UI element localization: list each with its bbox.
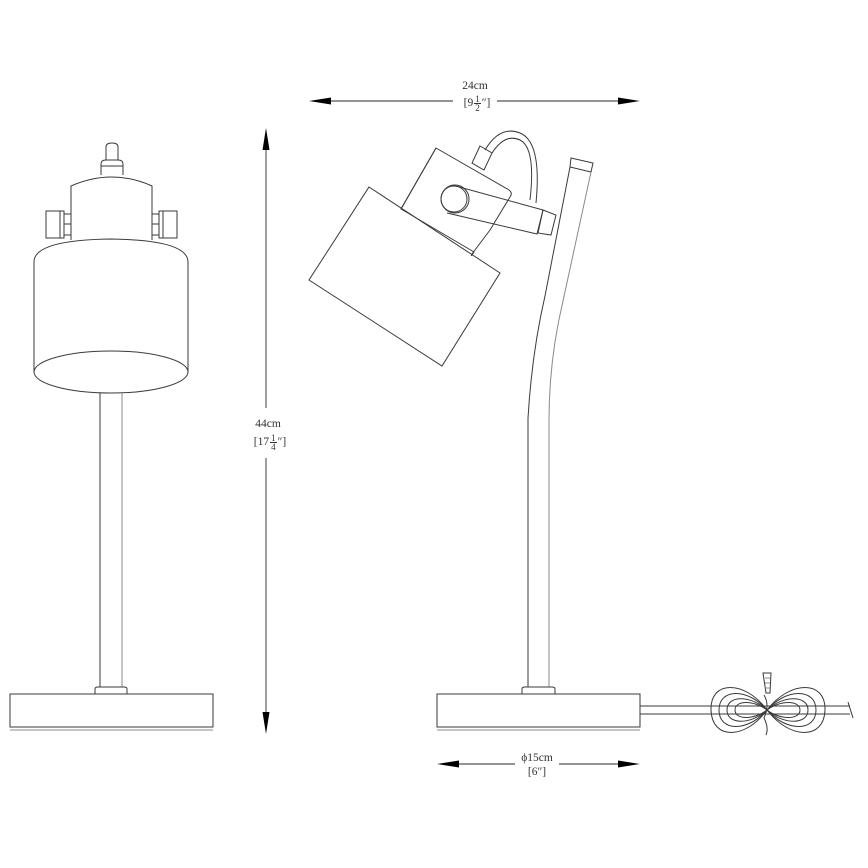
base-diameter-dimension-line [437, 760, 640, 768]
side-cable-loop [484, 130, 538, 204]
side-base [436, 693, 641, 731]
width-dimension-line [309, 97, 640, 105]
front-left-knob [45, 210, 72, 239]
arrow-right-icon [618, 97, 640, 105]
arrow-left-icon [437, 760, 459, 768]
side-socket-housing [400, 147, 512, 257]
fraction-numerator: 1 [474, 94, 481, 104]
front-base [9, 693, 214, 731]
front-socket-cup [70, 176, 153, 240]
arrow-up-icon [262, 128, 270, 150]
width-label-metric: 24cm [455, 80, 495, 93]
side-pivot-arm [440, 184, 557, 236]
side-shade [308, 186, 501, 367]
base-diameter-label-metric: ϕ15cm [515, 752, 559, 765]
fraction-numerator: 1 [270, 433, 277, 443]
side-view [308, 130, 854, 736]
fraction-denominator: 2 [475, 103, 480, 113]
side-coiled-cord [710, 672, 826, 736]
arrow-left-icon [309, 97, 331, 105]
arrow-down-icon [262, 712, 270, 734]
side-cable-gland [471, 145, 493, 171]
front-view [9, 142, 214, 731]
width-imperial-whole: [9 [463, 97, 474, 110]
width-imperial-close: ″] [481, 97, 491, 110]
front-shade [33, 238, 189, 394]
front-top-fitting [100, 142, 124, 175]
height-imperial-close: ″] [277, 436, 287, 449]
arrow-right-icon [618, 760, 640, 768]
side-power-cord [640, 701, 854, 719]
height-dimension-line [262, 128, 270, 734]
height-imperial-whole: [17 [253, 436, 270, 449]
height-label-metric: 44cm [250, 418, 286, 431]
base-diameter-label-imperial: [6″] [520, 766, 554, 779]
front-right-knob [151, 210, 178, 239]
side-stem [521, 157, 594, 694]
front-stem [94, 393, 128, 694]
fraction-denominator: 4 [271, 442, 276, 452]
